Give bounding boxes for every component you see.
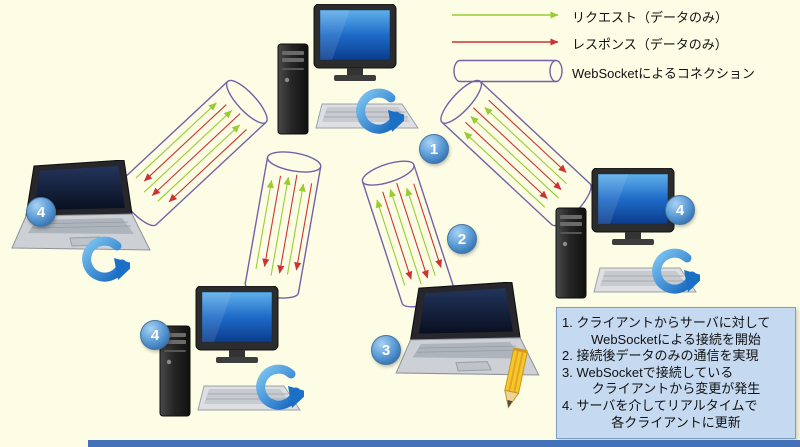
- request-response-flows: [135, 102, 247, 203]
- infobox-line: クライアントから変更が発生: [591, 381, 761, 397]
- step-badge-4-bottom-left: 4: [140, 320, 170, 350]
- websocket-connection-bottom-left: [244, 151, 322, 299]
- sync-arrow-icon: [78, 234, 130, 286]
- step-badge-4-left: 4: [26, 197, 56, 227]
- infobox-line: 4. サーバを介してリアルタイムで: [562, 397, 758, 413]
- websocket-connection-left: [116, 79, 268, 227]
- infobox-line: WebSocketによる接続を開始: [591, 331, 761, 347]
- steps-infobox: 1. クライアントからサーバに対して WebSocketによる接続を開始 2. …: [556, 307, 796, 440]
- step-badge-2: 2: [447, 224, 477, 254]
- step-badge-3: 3: [371, 335, 401, 365]
- legend-response-label: レスポンス（データのみ）: [572, 37, 728, 52]
- request-response-flows: [255, 174, 313, 276]
- step-badge-4-right: 4: [665, 195, 695, 225]
- legend-connection-label: WebSocketによるコネクション: [572, 66, 755, 81]
- infobox-line: 各クライアントに更新: [611, 414, 741, 430]
- bottom-strip: [88, 440, 800, 447]
- legend-request-label: リクエスト（データのみ）: [572, 10, 729, 25]
- request-response-flows: [463, 99, 567, 208]
- sync-arrow-icon: [648, 246, 700, 298]
- infobox-line: 1. クライアントからサーバに対して: [562, 315, 771, 330]
- request-response-flows: [375, 182, 443, 286]
- sync-arrow-icon: [252, 362, 304, 414]
- connection-cylinder-icon: [453, 59, 563, 83]
- sync-arrow-icon: [352, 86, 404, 138]
- step-badge-1: 1: [419, 134, 449, 164]
- infobox-line: 2. 接続後データのみの通信を実現: [562, 348, 759, 364]
- infobox-line: 3. WebSocketで接続している: [562, 364, 734, 380]
